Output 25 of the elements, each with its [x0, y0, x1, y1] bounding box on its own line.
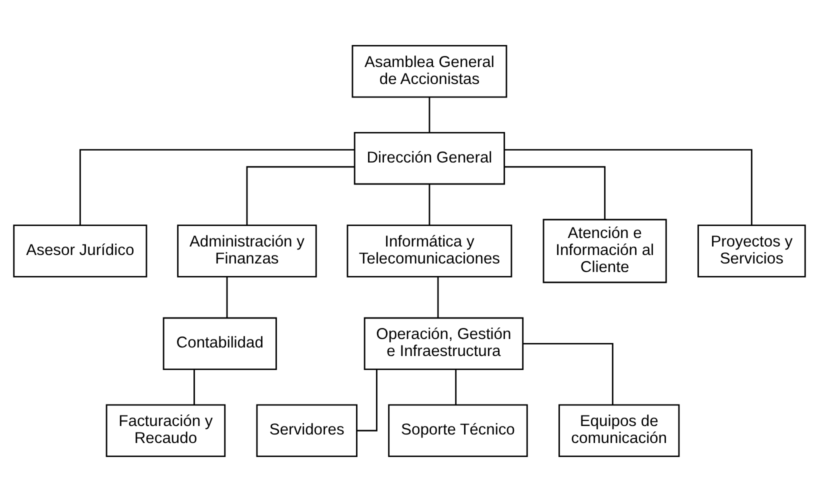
connector — [428, 184, 430, 225]
node-box: Operación, Gestión e Infraestructura — [364, 316, 524, 370]
connector — [226, 276, 228, 318]
node-box: Dirección General — [354, 131, 506, 184]
node-box: Proyectos y Servicios — [697, 224, 806, 277]
connector — [79, 148, 355, 224]
node-box: Asamblea General de Accionistas — [352, 44, 508, 98]
node-box: Soporte Técnico — [388, 404, 528, 456]
connector — [523, 342, 614, 404]
node-box: Equipos de comunicación — [558, 404, 680, 456]
node-box: Facturación y Recaudo — [106, 404, 226, 456]
node-box: Asesor Jurídico — [13, 224, 148, 277]
connector — [428, 96, 430, 132]
connector — [246, 166, 354, 225]
node-box: Servidores — [256, 404, 358, 456]
connector — [194, 369, 195, 404]
node-box: Informática y Telecomunicaciones — [346, 224, 512, 277]
connector — [504, 148, 752, 224]
connector — [437, 276, 439, 318]
node-box: Administración y Finanzas — [177, 224, 317, 277]
node-box: Atención e Información al Cliente — [542, 218, 667, 283]
connector — [356, 369, 378, 431]
node-box: Contabilidad — [162, 316, 277, 370]
connector — [504, 166, 606, 219]
connector — [455, 369, 457, 404]
